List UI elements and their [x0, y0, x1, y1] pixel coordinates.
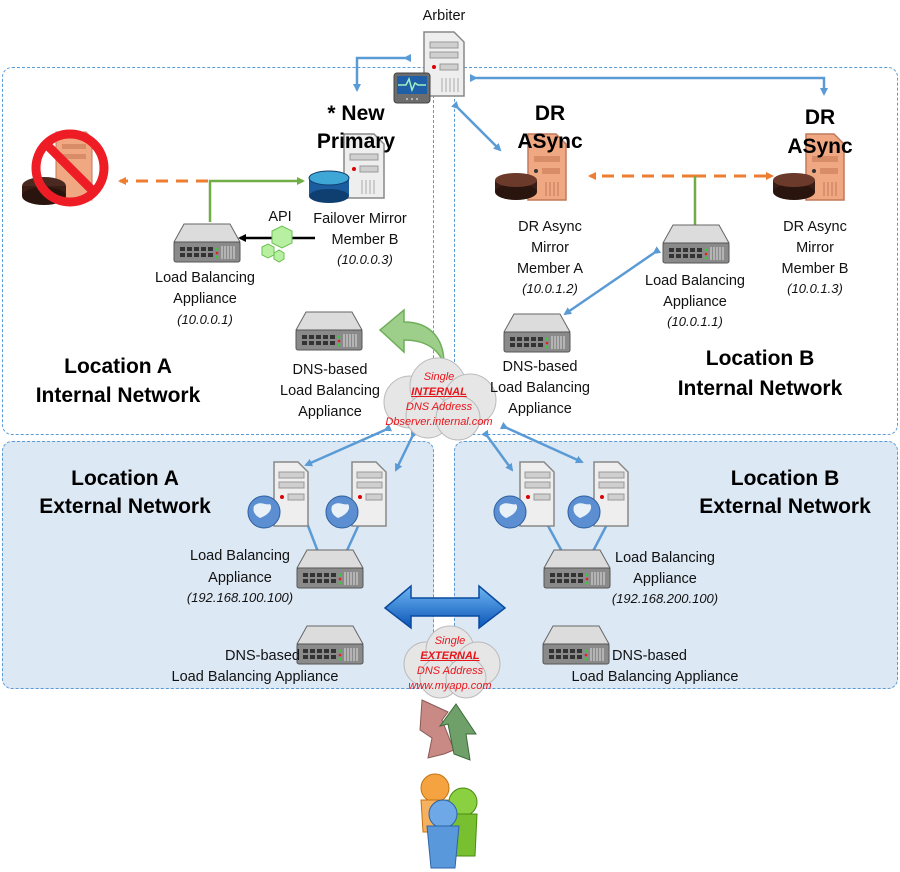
dr-a-label-1: DR Async: [518, 219, 582, 235]
web-server-b2-icon: [567, 461, 629, 529]
monitor-icon: [393, 72, 431, 104]
lb-b-ext-ip: (192.168.200.100): [611, 591, 719, 606]
primary-ip: (10.0.0.3): [337, 252, 393, 267]
dns-lb-a-int-label-3: Appliance: [298, 404, 362, 420]
failed-server-icon: [22, 129, 109, 207]
dr-b-heading-2: ASync: [787, 135, 853, 158]
lb-b-dns-link: [563, 246, 662, 316]
arbiter-dr-b-link: [470, 74, 828, 96]
dns-lb-b-int-label-1: DNS-based: [502, 359, 578, 375]
lb-a-ext-ip: (192.168.100.100): [186, 590, 294, 605]
primary-label-2: Member B: [331, 232, 399, 248]
external-dns-line-4: www.myapp.com: [408, 680, 492, 692]
lb-a-ext-label-1: Load Balancing: [190, 548, 290, 564]
location-b-internal-title-2: Internal Network: [677, 377, 843, 400]
dr-a-heading-2: ASync: [517, 130, 583, 153]
lb-a-ext-label-2: Appliance: [208, 570, 272, 586]
primary-server-icon: [343, 133, 385, 199]
web-server-b1-icon: [493, 461, 555, 529]
dr-a-server-icon: [527, 133, 567, 201]
location-a-external-title-2: External Network: [39, 495, 211, 518]
lb-a-primary-link: [208, 177, 305, 222]
dns-lb-b-int-label-2: Load Balancing: [490, 380, 590, 396]
int-dns-ext-a-2: [394, 429, 419, 472]
arbiter-dr-a-link: [450, 100, 502, 152]
lb-b-int-ip: (10.0.1.1): [667, 314, 723, 329]
dr-a-ip: (10.0.1.2): [522, 281, 578, 296]
dr-b-heading-1: DR: [804, 106, 836, 129]
dns-lb-a-external-icon: [296, 625, 364, 665]
lb-a-int-label-2: Appliance: [173, 291, 237, 307]
external-dns-line-1: Single: [434, 635, 466, 647]
external-dns-cloud-icon: [403, 625, 501, 699]
lb-b-int-label-2: Appliance: [663, 294, 727, 310]
dns-lb-b-internal-icon: [503, 313, 571, 353]
new-primary-heading-1: * New: [327, 102, 385, 125]
location-b-external-title-1: Location B: [730, 467, 840, 490]
internal-dns-cloud-icon: [383, 357, 497, 441]
int-dns-ext-a-1: [304, 423, 393, 467]
dns-lb-a-int-label-1: DNS-based: [292, 362, 368, 378]
dr-a-heading-1: DR: [534, 102, 566, 125]
location-a-internal-title-1: Location A: [64, 355, 172, 378]
load-balancer-b-internal-icon: [662, 224, 730, 264]
load-balancer-a-internal-icon: [173, 223, 241, 263]
dns-lb-b-external-icon: [542, 625, 610, 665]
external-dns-text: Single EXTERNAL DNS Address www.myapp.co…: [398, 634, 502, 694]
dns-lb-a-internal-icon: [295, 311, 363, 351]
dr-b-ip: (10.0.1.3): [787, 281, 843, 296]
location-a-internal-title-2: Internal Network: [35, 384, 201, 407]
dr-a-database-icon: [495, 173, 537, 200]
database-icon: [308, 170, 350, 203]
dr-b-label-3: Member B: [781, 261, 849, 277]
location-a-external-title-1: Location A: [71, 467, 179, 490]
internal-dns-line-4: Dbserver.internal.com: [385, 416, 493, 428]
external-dns-line-3: DNS Address: [416, 665, 484, 677]
web-server-a1-icon: [247, 461, 309, 529]
location-b-external-title-2: External Network: [699, 495, 871, 518]
dns-lb-b-ext-label-1: DNS-based: [612, 648, 687, 664]
lb-b-ext-label-1: Load Balancing: [615, 550, 715, 566]
lb-a-int-label-1: Load Balancing: [155, 270, 255, 286]
primary-label-1: Failover Mirror: [313, 211, 407, 227]
api-cubes-icon: [261, 225, 293, 263]
users-icon: [420, 773, 478, 869]
dr-b-label-1: DR Async: [783, 219, 847, 235]
dns-lb-b-int-label-3: Appliance: [508, 401, 572, 417]
dr-b-database-icon: [773, 173, 815, 200]
arbiter-label: Arbiter: [422, 8, 466, 24]
dns-lb-a-int-label-2: Load Balancing: [280, 383, 380, 399]
web-server-a2-icon: [325, 461, 387, 529]
api-label: API: [268, 209, 292, 225]
lb-b-int-label-1: Load Balancing: [645, 273, 745, 289]
internal-dns-line-1: Single: [423, 371, 455, 383]
int-dns-ext-b-2: [499, 421, 584, 464]
arbiter-server-icon: [423, 31, 465, 97]
arbiter-primary-link: [353, 54, 411, 92]
dns-lb-a-ext-label-2: Load Balancing Appliance: [171, 669, 339, 685]
dr-a-label-2: Mirror: [531, 240, 569, 256]
dns-lb-b-ext-label-2: Load Balancing Appliance: [571, 669, 739, 685]
internal-dns-line-3: DNS Address: [405, 401, 473, 413]
bidirectional-arrow-icon: [383, 584, 507, 630]
dns-lb-a-ext-label-1: DNS-based: [225, 648, 300, 664]
traffic-arrows-icon: [419, 699, 477, 761]
internal-dns-text: Single INTERNAL DNS Address Dbserver.int…: [380, 370, 498, 430]
lb-a-int-ip: (10.0.0.1): [177, 312, 233, 327]
load-balancer-a-external-icon: [296, 549, 364, 589]
new-primary-heading-2: Primary: [316, 130, 396, 153]
dr-a-label-3: Member A: [516, 261, 584, 277]
internal-dns-line-2: INTERNAL: [411, 386, 467, 398]
lb-b-ext-label-2: Appliance: [633, 571, 697, 587]
dr-b-label-2: Mirror: [796, 240, 834, 256]
location-b-internal-title-1: Location B: [705, 347, 815, 370]
load-balancer-b-external-icon: [543, 549, 611, 589]
external-dns-line-2: EXTERNAL: [420, 650, 480, 662]
